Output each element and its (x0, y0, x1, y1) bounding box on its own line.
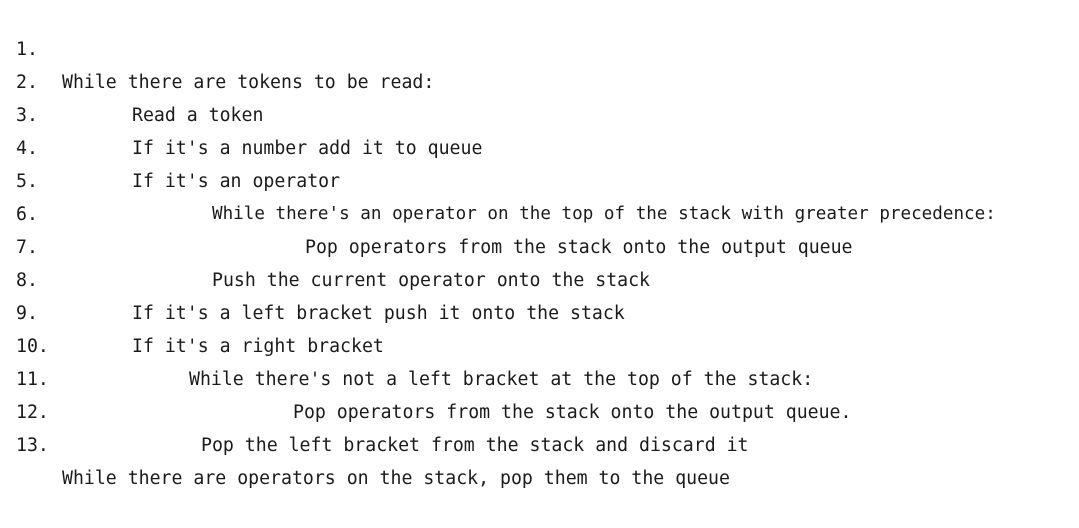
line-text: While there's an operator on the top of … (212, 204, 996, 224)
code-line-3: 3. If it's a number add it to queue (0, 66, 482, 159)
line-number: 6. (16, 204, 38, 225)
line-number: 11. (16, 369, 49, 390)
code-line-1: 1. While there are tokens to be read: (0, 0, 434, 93)
line-number: 10. (16, 336, 49, 357)
line-text: If it's a right bracket (132, 336, 384, 357)
line-text: Pop the left bracket from the stack and … (201, 435, 749, 456)
line-text: While there's not a left bracket at the … (189, 369, 814, 390)
line-text: Read a token (132, 105, 264, 126)
line-text: If it's an operator (132, 171, 341, 192)
code-line-12: 12. Pop the left bracket from the stack … (0, 363, 749, 456)
code-line-8: 8. If it's a left bracket push it onto t… (0, 231, 625, 324)
line-number: 5. (16, 171, 38, 192)
line-text: Pop operators from the stack onto the ou… (305, 237, 853, 258)
code-line-11: 11. Pop operators from the stack onto th… (0, 330, 851, 423)
code-line-10: 10. While there's not a left bracket at … (0, 297, 813, 390)
line-number: 3. (16, 105, 38, 126)
code-line-9: 9. If it's a right bracket (0, 264, 384, 357)
line-text: If it's a number add it to queue (132, 138, 483, 159)
line-text: While there are tokens to be read: (62, 72, 435, 93)
line-number: 9. (16, 303, 38, 324)
line-number: 12. (16, 402, 49, 423)
line-number: 2. (16, 72, 38, 93)
pseudocode-block: 1. While there are tokens to be read: 2.… (0, 0, 996, 489)
line-number: 8. (16, 270, 38, 291)
code-line-5: 5. While there's an operator on the top … (0, 132, 996, 224)
line-number: 1. (16, 39, 38, 60)
line-text: While there are operators on the stack, … (62, 468, 730, 489)
line-text: If it's a left bracket push it onto the … (132, 303, 625, 324)
code-line-7: 7. Push the current operator onto the st… (0, 198, 650, 291)
line-text: Pop operators from the stack onto the ou… (293, 402, 852, 423)
line-number: 13. (16, 435, 49, 456)
code-line-4: 4. If it's an operator (0, 99, 340, 192)
line-text: Push the current operator onto the stack (212, 270, 650, 291)
line-number: 7. (16, 237, 38, 258)
code-line-6: 6. Pop operators from the stack onto the… (0, 165, 853, 258)
line-number: 4. (16, 138, 38, 159)
code-line-13: 13. While there are operators on the sta… (0, 396, 730, 489)
code-line-2: 2. Read a token (0, 33, 263, 126)
